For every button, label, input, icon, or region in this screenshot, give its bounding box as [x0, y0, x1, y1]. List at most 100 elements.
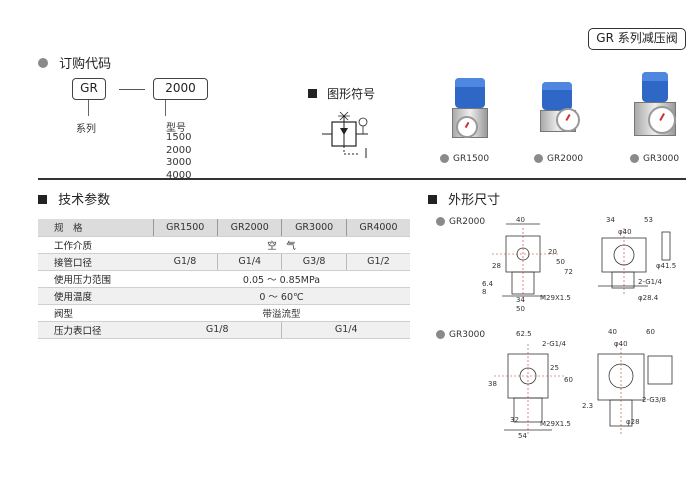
specs-title: 技术参数 [58, 193, 111, 208]
row-label: 工作介质 [38, 236, 153, 254]
drawing-caption-gr3000: GR3000 [436, 330, 485, 340]
dim-label: 25 [550, 364, 559, 372]
code-connector [119, 89, 145, 90]
bullet-icon [436, 330, 445, 339]
product-label: GR1500 [453, 154, 490, 164]
table-row: 压力表口径 G1/8 G1/4 [38, 321, 410, 339]
dim-label: 53 [644, 216, 653, 224]
dim-label: 54 [518, 432, 527, 440]
dim-label: 38 [488, 380, 497, 388]
model-option: 3000 [166, 157, 192, 168]
product-caption-gr3000: GR3000 [630, 154, 679, 164]
model-label: 型号 [166, 123, 186, 134]
dim-label: 32 [510, 416, 519, 424]
dim-label: φ40 [618, 228, 632, 236]
model-leader [165, 100, 166, 116]
specs-section-header: 技术参数 [38, 189, 110, 208]
dim-label: 2.3 [582, 402, 593, 410]
header-cell: GR1500 [152, 219, 218, 237]
table-row: 接管口径 G1/8 G1/4 G3/8 G1/2 [38, 253, 410, 271]
section-divider [38, 178, 686, 180]
table-header-row: 规 格 GR1500 GR2000 GR3000 GR4000 [38, 219, 410, 237]
product-caption-gr1500: GR1500 [440, 154, 489, 164]
dim-label: 2-G1/4 [638, 278, 662, 286]
square-bullet-icon [308, 89, 317, 98]
product-label: GR2000 [547, 154, 584, 164]
drawing-caption-gr2000: GR2000 [436, 217, 485, 227]
header-cell: GR4000 [345, 219, 410, 237]
symbol-section-header: 图形符号 [308, 83, 375, 102]
drawing-label: GR3000 [449, 330, 486, 340]
dim-label: 34 [606, 216, 615, 224]
row-value: 带溢流型 [153, 304, 410, 322]
table-row: 使用温度 0 ～ 60℃ [38, 287, 410, 305]
dim-label: 50 [516, 305, 525, 313]
dim-label: 40 [608, 328, 617, 336]
bullet-icon [534, 154, 543, 163]
row-label: 压力表口径 [38, 321, 153, 339]
bullet-icon [440, 154, 449, 163]
dim-label: 8 [482, 288, 486, 296]
dim-label: M29X1.5 [540, 420, 571, 428]
drawing-label: GR2000 [449, 217, 486, 227]
dim-label: 40 [516, 216, 525, 224]
row-label: 阀型 [38, 304, 153, 322]
header-cell: 规 格 [38, 219, 153, 237]
header-cell: GR3000 [281, 219, 347, 237]
dim-label: 72 [564, 268, 573, 276]
header-cell: GR2000 [216, 219, 282, 237]
row-value: G1/4 [281, 321, 410, 339]
dim-label: 28 [492, 262, 501, 270]
bullet-icon [38, 58, 48, 68]
code-series-box: GR [72, 78, 106, 100]
square-bullet-icon [428, 195, 437, 204]
square-bullet-icon [38, 195, 47, 204]
dim-label: φ28.4 [638, 294, 659, 302]
product-label: GR3000 [643, 154, 680, 164]
dim-label: 2-G1/4 [542, 340, 566, 348]
dimensions-title: 外形尺寸 [448, 193, 501, 208]
dim-label: 34 [516, 296, 525, 304]
table-row: 阀型 带溢流型 [38, 304, 410, 322]
dim-label: 60 [646, 328, 655, 336]
symbol-title: 图形符号 [327, 87, 376, 101]
table-row: 工作介质 空 气 [38, 236, 410, 254]
model-list: 1500 2000 3000 4000 [166, 132, 191, 182]
dim-label: 2-G3/8 [642, 396, 666, 404]
dim-label: φ40 [614, 340, 628, 348]
product-caption-gr2000: GR2000 [534, 154, 583, 164]
ordering-section-header: 订购代码 [38, 53, 111, 72]
row-value: 0 ～ 60℃ [153, 287, 410, 305]
dim-label: 6.4 [482, 280, 494, 288]
dim-label: 20 [548, 248, 557, 256]
model-option: 2000 [166, 144, 192, 156]
row-value: 空 气 [153, 236, 410, 254]
row-value: G1/2 [345, 253, 410, 271]
dim-label: 50 [556, 258, 565, 266]
product-image-gr2000 [532, 78, 594, 150]
gr3000-dimension-drawing: 62.5 40 60 2-G1/4 φ40 38 25 60 32 54 M29… [488, 328, 673, 440]
dim-label: φ28 [626, 418, 640, 426]
product-image-gr1500 [438, 78, 500, 150]
row-value: G1/8 [153, 253, 218, 271]
ordering-title: 订购代码 [59, 57, 112, 72]
dimensions-section-header: 外形尺寸 [428, 189, 500, 208]
dim-label: φ41.5 [656, 262, 676, 270]
dim-label: 62.5 [516, 330, 532, 338]
row-value: 0.05 ～ 0.85MPa [153, 270, 410, 288]
table-row: 使用压力范围 0.05 ～ 0.85MPa [38, 270, 410, 288]
model-option: 1500 [166, 132, 192, 143]
page-title: GR 系列减压阀 [588, 28, 686, 50]
row-label: 使用温度 [38, 287, 153, 305]
dim-label: M29X1.5 [540, 294, 571, 302]
spec-table: 规 格 GR1500 GR2000 GR3000 GR4000 工作介质 空 气… [38, 219, 410, 339]
row-value: G1/8 [153, 321, 282, 339]
bullet-icon [436, 217, 445, 226]
row-value: G3/8 [281, 253, 347, 271]
gr2000-dimension-drawing: 40 34 53 28 20 50 72 6.4 8 34 50 M29X1.5… [482, 216, 676, 313]
bullet-icon [630, 154, 639, 163]
product-image-gr3000 [628, 72, 690, 144]
model-option: 4000 [166, 169, 192, 181]
series-leader [88, 100, 89, 116]
series-label: 系列 [76, 124, 96, 135]
